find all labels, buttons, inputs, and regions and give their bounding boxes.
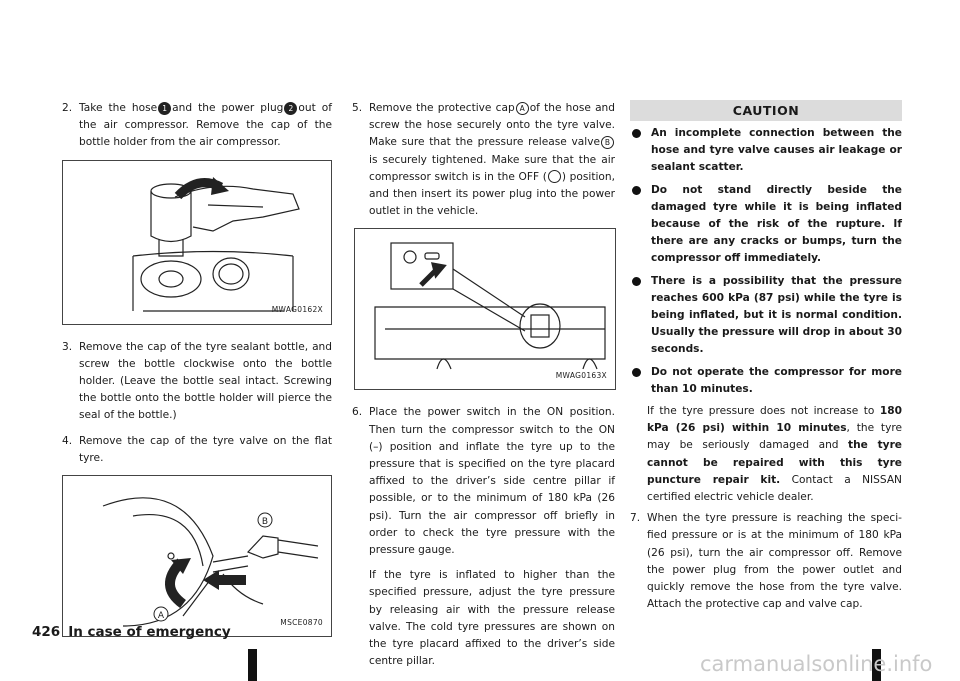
caution-text: There is a possibility that the pressure… [651, 274, 902, 356]
figure-code: MWAG0163X [555, 371, 607, 381]
callout-marker: B [601, 135, 614, 149]
step-text-part: Take the hose [79, 102, 158, 114]
caution-heading: CAUTION [630, 100, 902, 121]
label-a: A [158, 611, 165, 621]
note-bold: the tyre cannot be repaired with this ty… [647, 439, 902, 486]
figure-code: MSCE0870 [280, 617, 323, 627]
caution-list: An incomplete connection between the hos… [630, 125, 902, 398]
step-text-part: ) position, and then insert its power pl… [369, 170, 615, 218]
caution-text: Do not operate the compressor for more t… [651, 365, 902, 395]
bullet-icon [632, 185, 641, 195]
step-6: 6. Place the power switch in the ON posi… [352, 404, 615, 670]
step-number: 6. [352, 406, 363, 419]
step-text-part: and the power plug [172, 102, 284, 114]
page-number: 426 [32, 624, 61, 640]
edge-marker-left [248, 649, 257, 681]
section-title: In case of emergency [68, 624, 231, 640]
right-column: CAUTION An incomplete connection between… [630, 100, 902, 621]
callout-marker: A [515, 101, 529, 115]
off-symbol-icon [547, 170, 561, 184]
step-number: 5. [352, 102, 363, 114]
step-text: Place the power switch in the ON positio… [369, 406, 615, 557]
tyre-valve-illustration: B A [102, 497, 319, 627]
figure-power-outlet: MWAG0163X [354, 228, 616, 391]
figure-code: MWAG0162X [271, 305, 323, 315]
step-text-continued: If the tyre is inflated to higher than t… [369, 569, 615, 668]
figure-tyre-valve: B A MSCE0870 [62, 475, 332, 638]
power-outlet-illustration [374, 242, 606, 370]
step-number: 2. [62, 102, 73, 114]
watermark: carmanualsonline.info [700, 652, 933, 676]
step-text-part: out of the air compressor. Remove the ca… [79, 102, 332, 149]
bullet-icon [632, 276, 641, 286]
step-7: 7. When the tyre pressure is reaching th… [630, 510, 902, 613]
figure-compressor-bottle: MWAG0162X [62, 159, 332, 325]
step-3: 3. Remove the cap of the tyre sealant bo… [62, 339, 332, 425]
compressor-bottle-illustration [132, 176, 300, 312]
note-bold: 180 kPa (26 psi) within 10 minutes [647, 405, 902, 435]
edge-marker-right [872, 649, 881, 681]
caution-text: An incomplete connection between the hos… [651, 127, 902, 174]
caution-item: There is a possibility that the pressure… [630, 273, 902, 359]
label-b: B [262, 517, 268, 527]
step-text-part: Remove the protective cap [369, 102, 515, 114]
caution-note: If the tyre pressure does not increase t… [630, 403, 902, 506]
step-text: Remove the cap of the tyre valve on the … [79, 434, 332, 464]
note-text: Contact a NISSAN certified electric vehi… [647, 473, 902, 504]
note-text: If the tyre pressure does not increase t… [647, 405, 880, 418]
bullet-icon [632, 129, 641, 138]
step-text: When the tyre pressure is reaching the s… [647, 512, 902, 611]
page-footer: 426 In case of emergency [32, 624, 231, 640]
bullet-icon [632, 367, 641, 377]
step-number: 3. [62, 340, 73, 353]
step-text-part: is securely tightened. Make sure that th… [369, 153, 615, 183]
caution-item: Do not stand directly beside the damaged… [630, 182, 902, 268]
caution-item: Do not operate the compressor for more t… [630, 364, 902, 398]
note-text: , the tyre may be seriously damaged and [647, 422, 902, 452]
step-number: 7. [630, 512, 641, 525]
step-number: 4. [62, 434, 73, 447]
step-text-part: of the hose and screw the hose securely … [369, 102, 615, 149]
callout-marker: 1 [158, 101, 172, 115]
step-4: 4. Remove the cap of the tyre valve on t… [62, 433, 332, 467]
caution-item: An incomplete connection between the hos… [630, 125, 902, 177]
caution-text: Do not stand directly beside the damaged… [651, 183, 902, 265]
step-text: Remove the cap of the tyre sealant bottl… [79, 340, 332, 422]
callout-marker: 2 [284, 101, 298, 115]
